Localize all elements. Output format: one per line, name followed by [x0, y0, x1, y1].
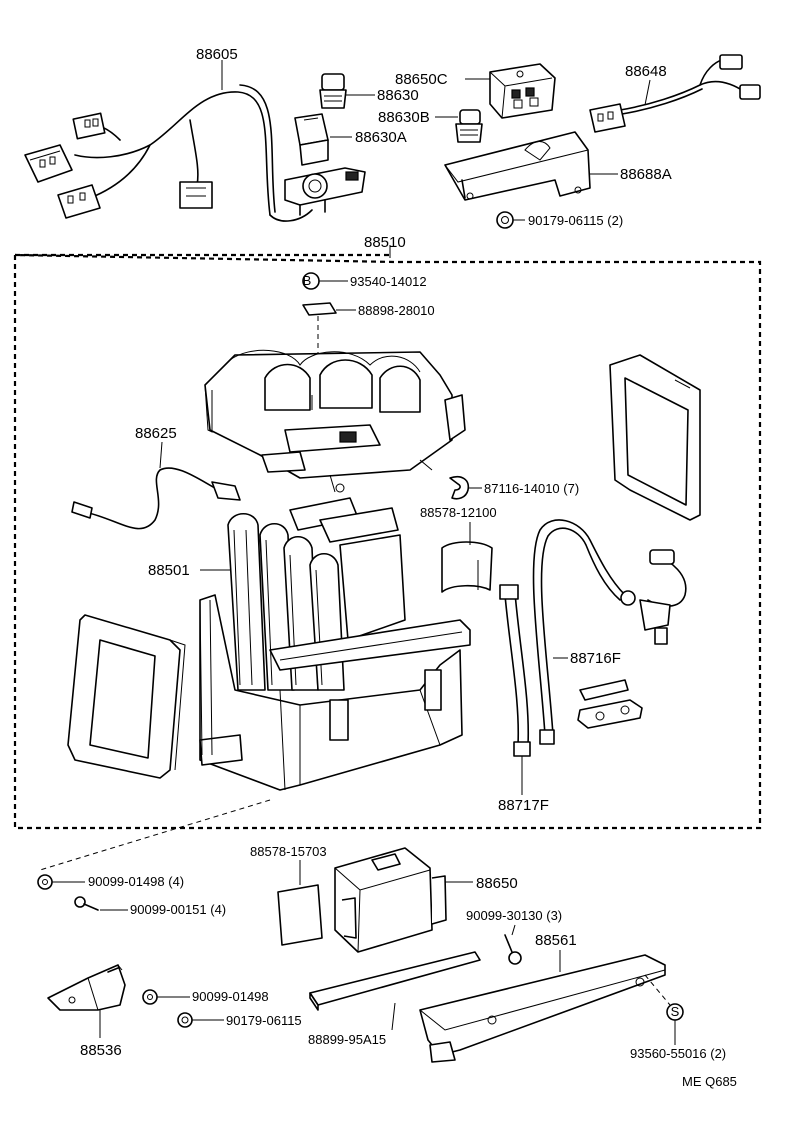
label-90099-01498: 90099-01498 — [192, 989, 269, 1004]
label-88716f: 88716F — [570, 650, 621, 667]
wire-harness-88605 — [24, 84, 313, 222]
label-nut-top: 90179-06115 (2) — [528, 213, 623, 228]
nut-90099-01498-4 — [37, 874, 53, 890]
expansion-valve — [639, 549, 687, 645]
sensor-88625 — [71, 467, 241, 530]
marker-b-text: B — [303, 273, 312, 288]
diagram-code: ME Q685 — [682, 1074, 737, 1089]
relay-box-88650c — [489, 63, 556, 119]
nut-90099-01498 — [142, 989, 158, 1005]
label-88536: 88536 — [80, 1042, 122, 1059]
clip-87116 — [449, 475, 470, 500]
pad-88578-15703 — [277, 884, 323, 946]
label-88717f: 88717F — [498, 797, 549, 814]
label-88510: 88510 — [364, 234, 406, 251]
label-90099-00151: 90099-00151 (4) — [130, 902, 226, 917]
relay-88630a — [294, 113, 329, 166]
label-88650: 88650 — [476, 875, 518, 892]
part-labels: 88605 88630 88650C 88630B 88630A 88648 8… — [80, 46, 737, 1089]
label-88625: 88625 — [135, 425, 177, 442]
label-87116: 87116-14010 (7) — [484, 481, 579, 496]
relay-88630 — [319, 73, 347, 109]
tube-bracket — [577, 679, 643, 729]
label-90099-30130: 90099-30130 (3) — [466, 908, 562, 923]
label-88561: 88561 — [535, 932, 577, 949]
left-frame — [67, 614, 186, 779]
label-88578-15703: 88578-15703 — [250, 844, 327, 859]
label-88578-12100: 88578-12100 — [420, 505, 497, 520]
nut-90179-top — [496, 211, 514, 229]
label-90179-06115: 90179-06115 — [226, 1013, 302, 1028]
screw-90099-00151 — [74, 896, 99, 911]
upper-blower-case — [204, 349, 466, 493]
tube-88716f — [532, 519, 636, 745]
label-88898: 88898-28010 — [358, 303, 435, 318]
bracket-88536 — [47, 964, 126, 1011]
label-88899: 88899-95A15 — [308, 1032, 386, 1047]
label-93540: 93540-14012 — [350, 274, 427, 289]
foam-pad-88578-12100 — [441, 541, 493, 593]
cover-88561 — [419, 954, 666, 1063]
guide-line — [39, 799, 271, 871]
relay-88630b — [455, 109, 483, 143]
wire-harness-88648 — [589, 54, 761, 133]
tube-88717f — [499, 584, 531, 757]
label-88648: 88648 — [625, 63, 667, 80]
label-88688a: 88688A — [620, 166, 672, 183]
label-90099-01498-4: 90099-01498 (4) — [88, 874, 184, 889]
amplifier-88650 — [334, 847, 447, 953]
label-88501: 88501 — [148, 562, 190, 579]
leader-lines — [52, 60, 676, 1045]
seal-strip — [309, 951, 481, 1011]
lower-case — [199, 594, 471, 791]
label-88605: 88605 — [196, 46, 238, 63]
marker-s-text: S — [671, 1004, 680, 1019]
right-frame — [609, 354, 701, 521]
label-88650c: 88650C — [395, 71, 448, 88]
screw-90099-30130 — [504, 934, 522, 965]
label-88630: 88630 — [377, 87, 419, 104]
label-93560: 93560-55016 (2) — [630, 1046, 726, 1061]
bracket-88688a — [444, 131, 591, 201]
nut-90179-06115 — [177, 1012, 193, 1028]
label-88630a: 88630A — [355, 129, 407, 146]
unit-assembly-frame — [13, 245, 762, 830]
relay-bracket — [284, 167, 366, 216]
label-88630b: 88630B — [378, 109, 430, 126]
